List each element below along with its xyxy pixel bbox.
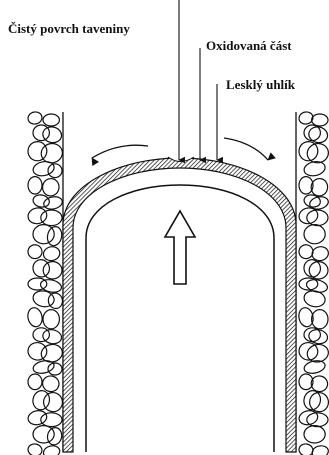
sand-grain — [309, 262, 328, 279]
sand-grain — [27, 206, 49, 225]
sand-grain — [43, 310, 59, 329]
label-oxidized-part: Oxidovaná část — [206, 38, 292, 53]
sand-grain — [41, 413, 62, 427]
left-sand-mold — [26, 111, 64, 455]
sand-grain — [312, 310, 328, 329]
sand-grain — [43, 262, 62, 279]
sand-grain — [304, 426, 325, 443]
sand-grain — [46, 426, 63, 446]
sand-grain — [48, 363, 62, 375]
carbon-layer — [63, 158, 296, 452]
sand-grain — [42, 444, 61, 455]
sand-grain — [42, 245, 61, 262]
sand-grain — [26, 140, 48, 163]
sand-grain — [31, 258, 51, 278]
sand-grain — [43, 114, 59, 126]
sand-grain — [33, 426, 54, 443]
sand-grain — [28, 177, 42, 194]
sand-grain — [27, 243, 44, 259]
sand-grain — [42, 391, 64, 414]
sand-grain — [43, 195, 64, 211]
sand-grain — [303, 359, 326, 375]
sand-grain — [32, 359, 55, 375]
label-clean-surface: Čistý povrch taveniny — [8, 21, 130, 36]
sand-grain — [27, 409, 48, 426]
sand-grain — [27, 443, 43, 455]
sand-grain — [28, 278, 47, 290]
sand-grain — [26, 341, 48, 362]
sand-grain — [47, 292, 64, 310]
sand-grain — [41, 210, 62, 226]
sand-grain — [41, 125, 63, 144]
label-lustrous-carbon: Lesklý uhlík — [226, 77, 296, 92]
right-flow-arrow — [224, 138, 268, 160]
rise-direction-arrow — [165, 211, 195, 284]
sand-grain — [42, 328, 63, 345]
sand-grain — [26, 306, 44, 328]
sand-grain — [41, 374, 60, 393]
sand-grain — [311, 444, 329, 455]
sand-grain — [48, 164, 62, 178]
sand-grain — [33, 225, 54, 244]
left-flow-arrow — [92, 145, 148, 158]
sand-grain — [31, 389, 51, 411]
sand-grain — [39, 278, 62, 294]
sand-grain — [28, 374, 42, 390]
right-sand-mold — [297, 111, 329, 455]
sand-grain — [298, 243, 315, 259]
sand-grain — [27, 111, 43, 126]
sand-grain — [41, 177, 61, 197]
sand-grain — [312, 114, 328, 126]
sand-grain — [304, 225, 325, 244]
